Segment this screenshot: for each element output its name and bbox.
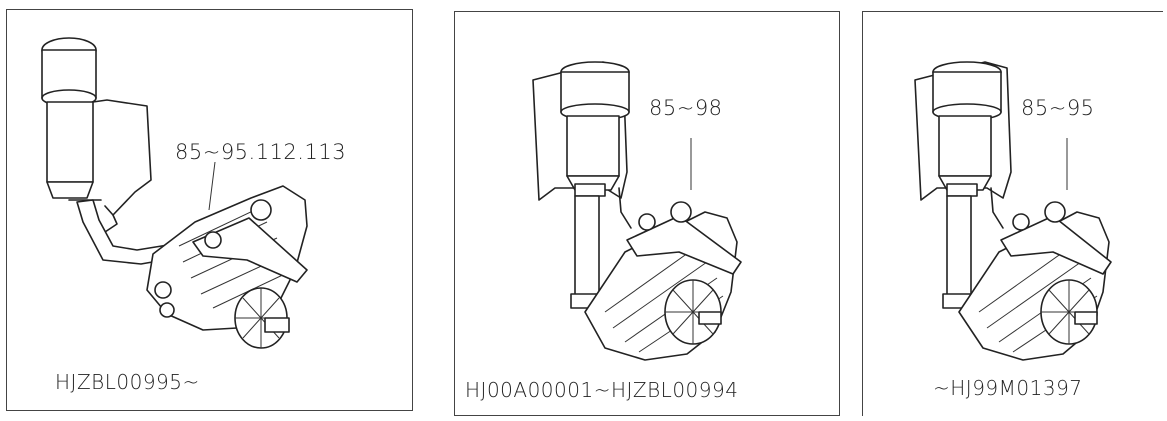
part-number-range-label: 85~95 — [1021, 96, 1095, 120]
part-number-range-label: 85~98 — [649, 96, 723, 120]
pump-with-remote-reservoir-drawing — [41, 37, 308, 349]
diagram-panel-3: 85~95 ~HJ99M01397 — [862, 11, 1163, 416]
diagram-panel-2: 85~98 HJ00A00001~HJZBL00994 — [454, 11, 840, 416]
serial-range-label: HJZBL00995~ — [55, 370, 200, 394]
part-number-range-label: 85~95.112.113 — [175, 140, 347, 164]
pump-with-mounted-reservoir-drawing — [914, 61, 1112, 361]
serial-range-label: HJ00A00001~HJZBL00994 — [465, 378, 739, 402]
pump-with-mounted-reservoir-drawing — [532, 61, 742, 361]
diagram-panel-1: 85~95.112.113 HJZBL00995~ — [6, 9, 413, 411]
serial-range-label: ~HJ99M01397 — [933, 376, 1083, 400]
